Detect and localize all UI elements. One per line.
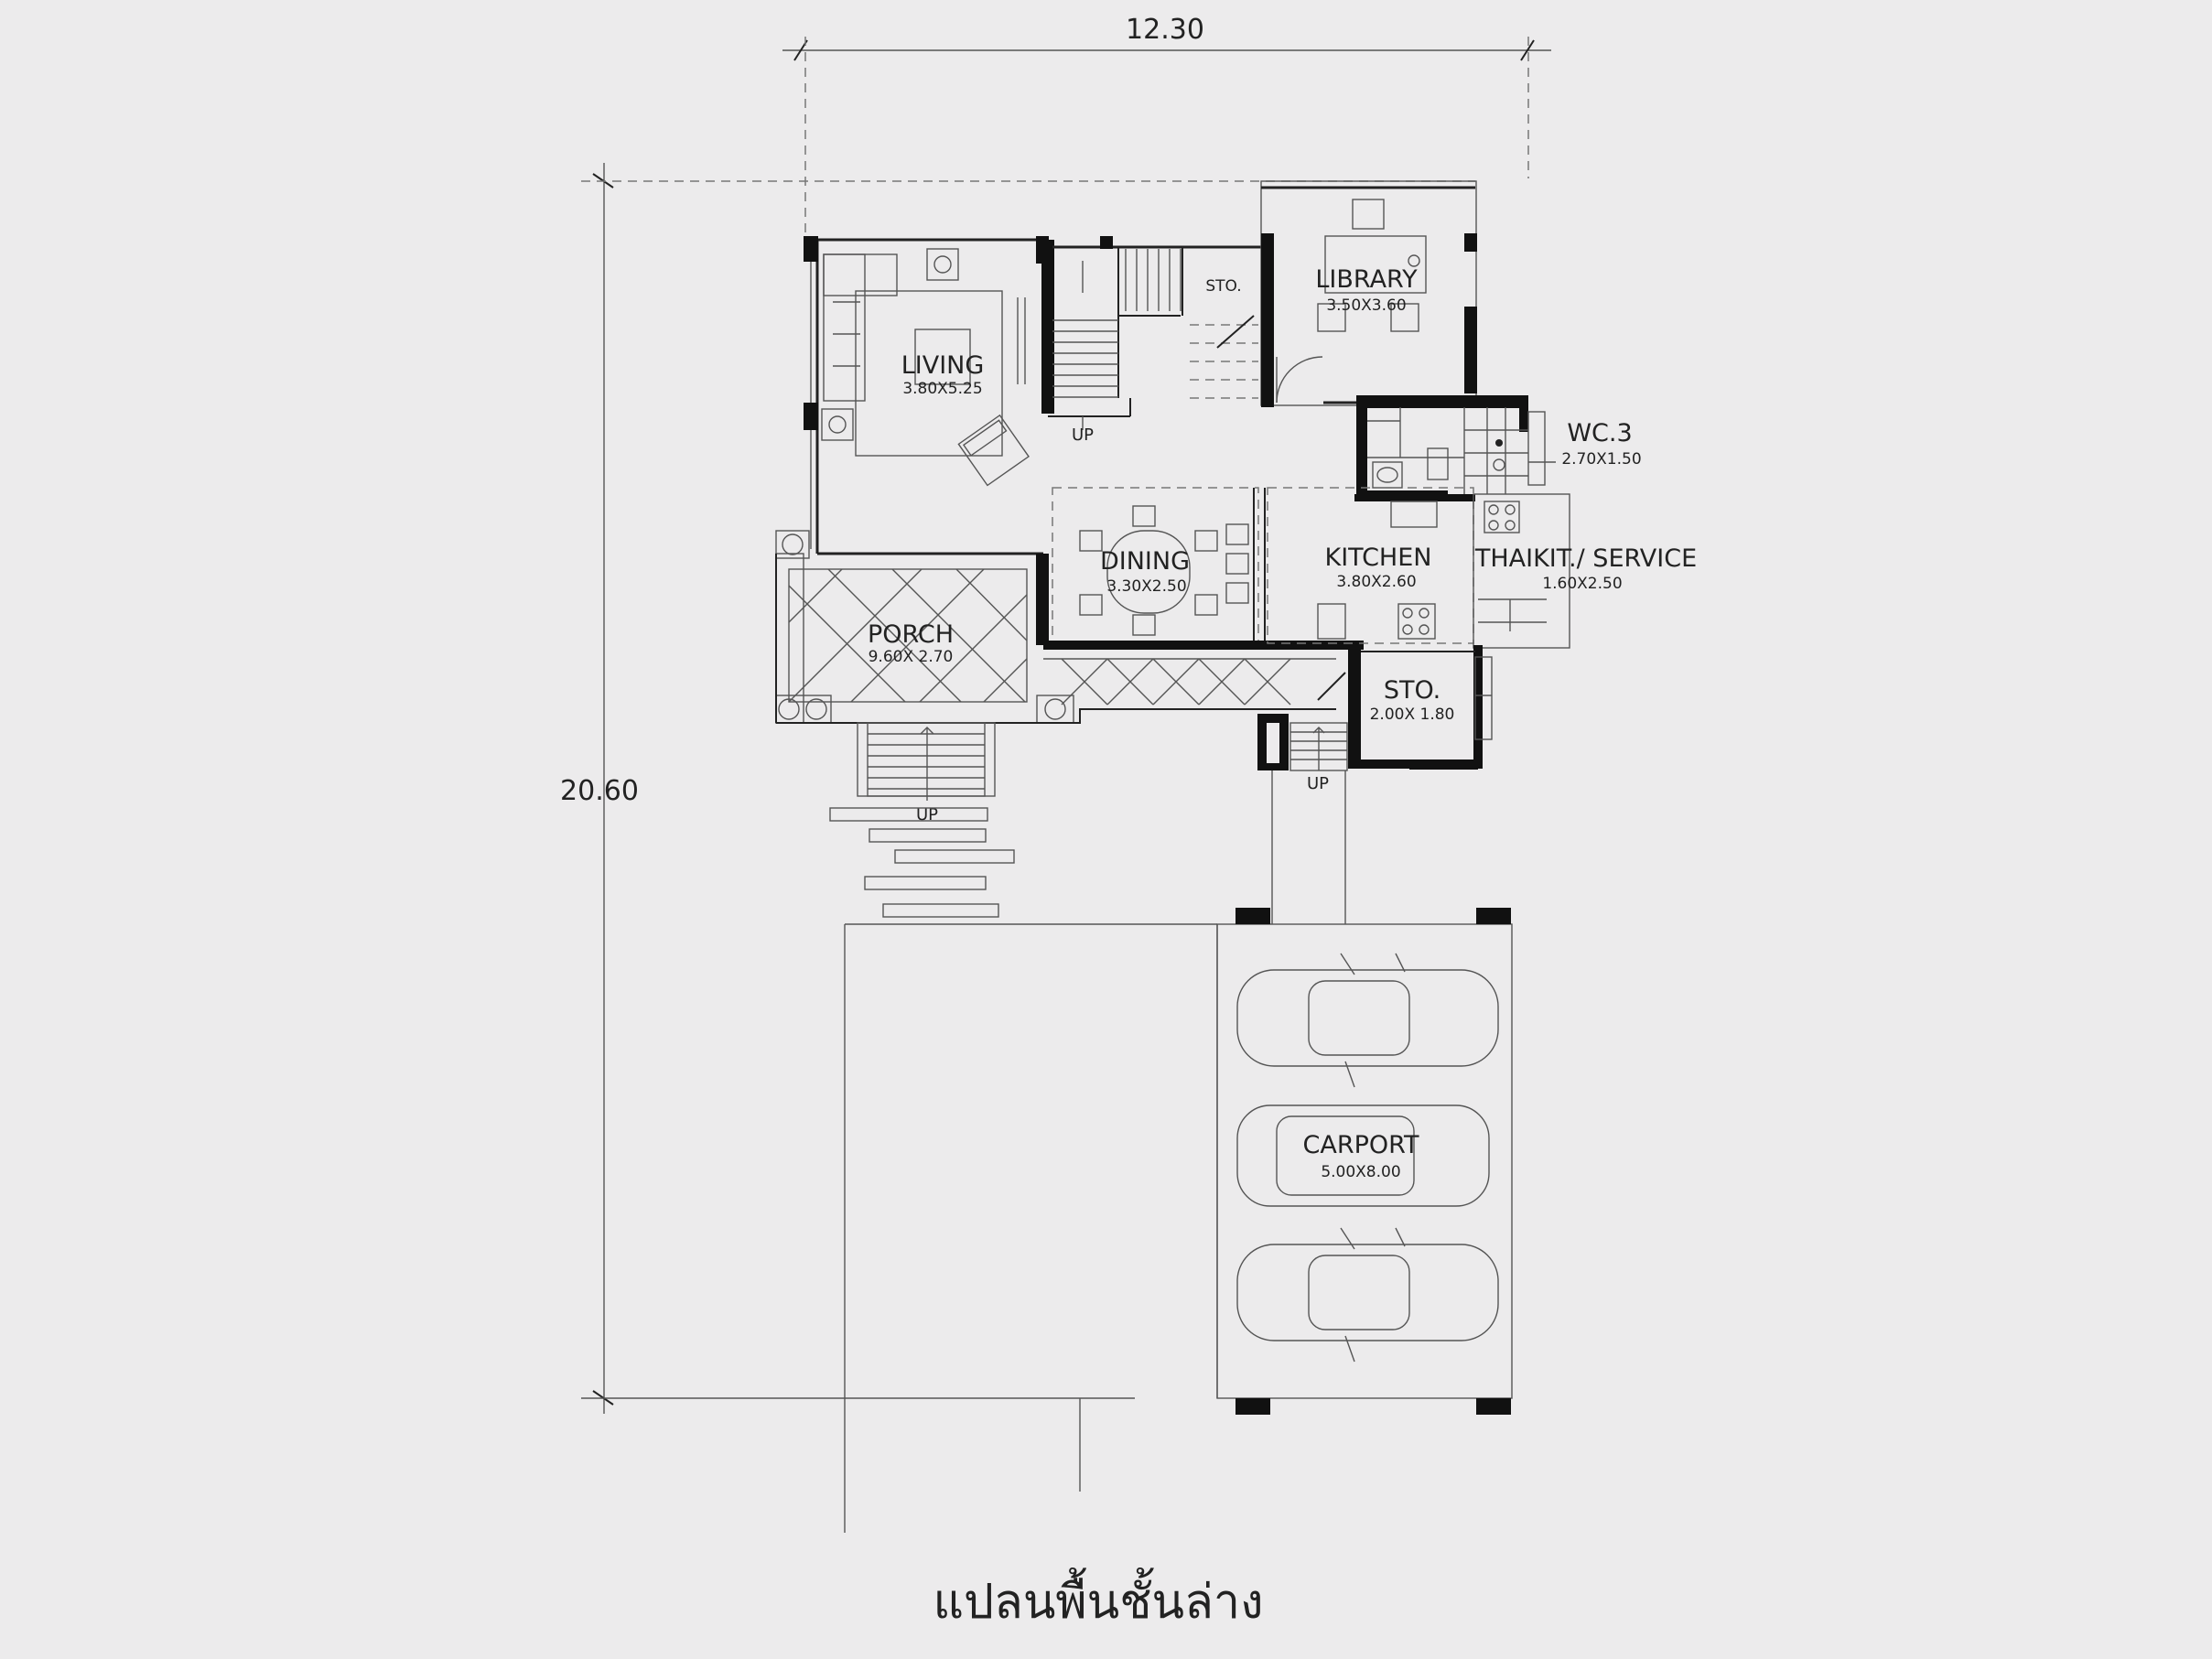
chair-icon [1132, 505, 1156, 527]
upper-storage: STO. [1181, 245, 1263, 349]
sink-icon [1390, 501, 1438, 528]
carport: CARPORT 5.00X8.00 [844, 908, 1513, 1533]
dining-size: 3.30X2.50 [1106, 577, 1186, 596]
sofa [823, 253, 898, 402]
width-dimension-label: 12.30 [1126, 14, 1204, 46]
upper-storage-label: STO. [1205, 277, 1241, 296]
dining-label: DINING [1100, 547, 1190, 576]
stair-up-label: UP [1072, 426, 1094, 445]
lamp-icon [926, 248, 959, 281]
toilet-icon [1427, 447, 1449, 480]
depth-dimension: 20.60 [560, 163, 1475, 1414]
stove-icon [1484, 501, 1520, 533]
dining-room: DINING 3.30X2.50 [1036, 487, 1364, 650]
storage-label: STO. [1384, 676, 1440, 705]
sink-icon [1372, 461, 1403, 489]
depth-dimension-label: 20.60 [560, 775, 639, 807]
dining-table [1106, 530, 1191, 614]
car-icon [1236, 1104, 1490, 1207]
car-icon [1236, 1227, 1499, 1363]
porch-up-label: UP [916, 805, 938, 824]
porch: PORCH 9.60X 2.70 [775, 530, 1346, 724]
library-desk [1324, 235, 1427, 294]
chair-icon [1194, 594, 1218, 616]
thai-kitchen-room: THAIKIT./ SERVICE 1.60X2.50 [1473, 493, 1697, 649]
wc-size: 2.70X1.50 [1561, 450, 1641, 469]
chair-icon [1194, 530, 1218, 552]
plan-title: แปลนพื้นชั้นล่าง [933, 1567, 1263, 1630]
library-size: 3.50X3.60 [1326, 296, 1406, 315]
thai-kitchen-size: 1.60X2.50 [1542, 575, 1622, 593]
thai-kitchen-label: THAIKIT./ SERVICE [1474, 544, 1697, 573]
coffee-table [914, 329, 971, 385]
living-size: 3.80X5.25 [902, 380, 982, 398]
side-up-label: UP [1307, 774, 1329, 793]
wc-room: WC.3 2.70X1.50 [1356, 395, 1642, 500]
side-steps: UP [1257, 714, 1348, 924]
chair-icon [1317, 303, 1346, 332]
living-room: LIVING 3.80X5.25 [804, 236, 1049, 555]
porch-label: PORCH [868, 620, 954, 649]
storage-room: STO. 2.00X 1.80 [1348, 645, 1493, 770]
car-icon [1236, 953, 1499, 1088]
porch-steps: UP [829, 722, 1015, 918]
armchair [957, 414, 1030, 487]
chair-icon [1352, 199, 1385, 230]
library-label: LIBRARY [1315, 265, 1418, 294]
storage-size: 2.00X 1.80 [1370, 706, 1455, 724]
living-label: LIVING [901, 351, 985, 380]
stove-icon [1397, 603, 1436, 640]
kitchen-size: 3.80X2.60 [1336, 573, 1416, 591]
chair-icon [1079, 530, 1103, 552]
kitchen-room: KITCHEN 3.80X2.60 [1267, 487, 1475, 644]
library-room: LIBRARY 3.50X3.60 [1260, 180, 1477, 407]
width-dimension: 12.30 [782, 14, 1551, 233]
wc-label: WC.3 [1567, 419, 1632, 447]
staircase: UP [1041, 236, 1258, 445]
carport-label: CARPORT [1303, 1131, 1419, 1159]
porch-size: 9.60X 2.70 [869, 648, 954, 666]
lamp-icon [821, 408, 854, 441]
chair-icon [1079, 594, 1103, 616]
kitchen-label: KITCHEN [1325, 544, 1432, 572]
chair-icon [1390, 303, 1419, 332]
carport-size: 5.00X8.00 [1321, 1163, 1400, 1181]
chair-icon [1132, 614, 1156, 636]
